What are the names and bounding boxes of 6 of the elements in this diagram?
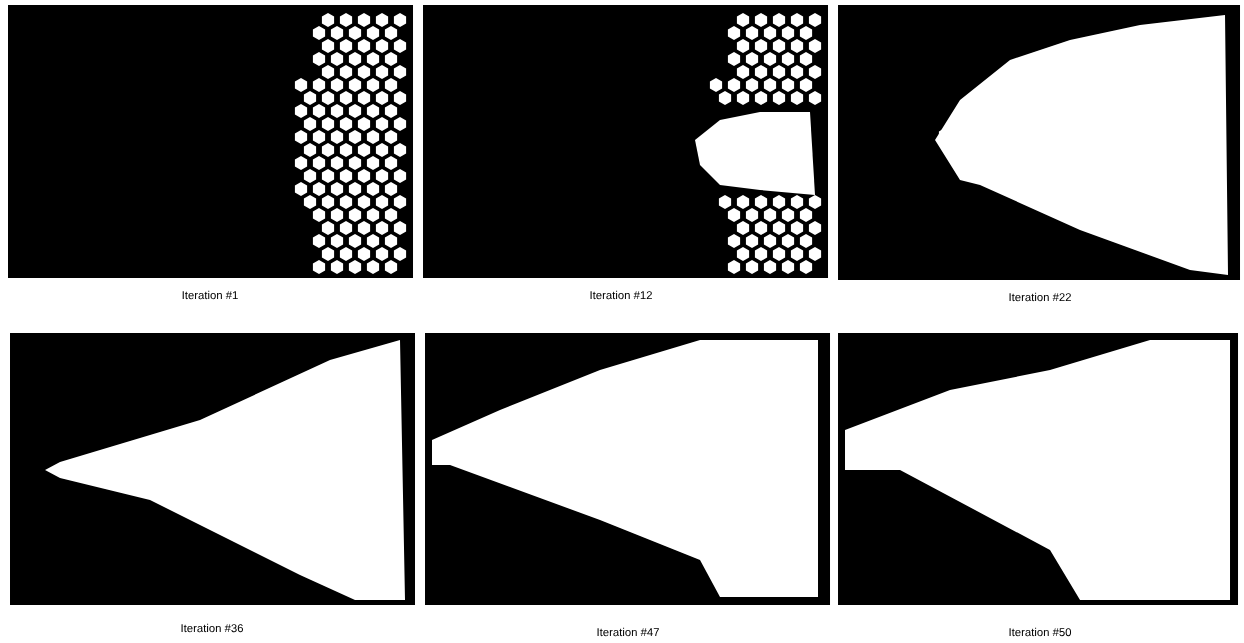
caption: Iteration #22 <box>1009 292 1071 302</box>
caption: Iteration #1 <box>182 290 238 300</box>
caption: Iteration #36 <box>181 623 243 633</box>
caption: Iteration #12 <box>590 290 652 300</box>
caption: Iteration #47 <box>597 627 659 637</box>
caption: Iteration #50 <box>1009 627 1072 637</box>
